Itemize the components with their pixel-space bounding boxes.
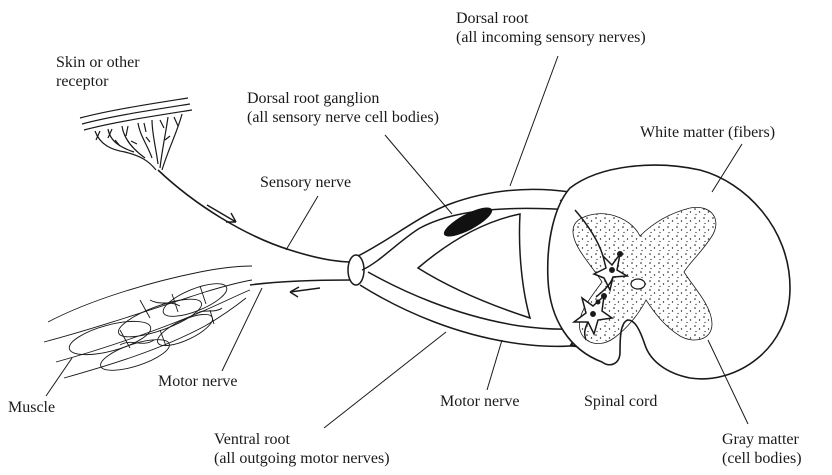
- root-triangle: [418, 214, 530, 318]
- label-dorsal-root-ganglion-line2: (all sensory nerve cell bodies): [247, 108, 439, 127]
- leader-ventral-root: [324, 332, 446, 428]
- leader-sensory-nerve: [286, 196, 318, 250]
- label-spinal-cord: Spinal cord: [584, 392, 657, 411]
- label-gray-matter-line2: (cell bodies): [722, 449, 802, 468]
- sensory-direction-arrow: [207, 205, 236, 222]
- label-ventral-root-line2: (all outgoing motor nerves): [214, 449, 390, 468]
- label-gray-matter: Gray matter (cell bodies): [722, 430, 802, 468]
- label-motor-nerve-left: Motor nerve: [158, 372, 238, 391]
- label-dorsal-root-line1: Dorsal root: [456, 9, 646, 28]
- label-skin-receptor-line1: Skin or other: [56, 53, 140, 72]
- label-skin-receptor: Skin or other receptor: [56, 53, 140, 91]
- label-muscle: Muscle: [8, 398, 55, 417]
- motor-direction-arrow: [290, 287, 320, 297]
- leader-motor-nerve-left: [222, 288, 262, 371]
- nerve-trunk-end: [348, 255, 364, 285]
- label-ventral-root-line1: Ventral root: [214, 430, 390, 449]
- label-skin-receptor-line2: receptor: [56, 72, 140, 91]
- muscle-drawing: [44, 266, 252, 378]
- label-dorsal-root: Dorsal root (all incoming sensory nerves…: [456, 9, 646, 47]
- label-motor-nerve-right: Motor nerve: [440, 392, 520, 411]
- label-dorsal-root-line2: (all incoming sensory nerves): [456, 28, 646, 47]
- leader-dorsal-root-ganglion: [385, 135, 452, 214]
- label-ventral-root: Ventral root (all outgoing motor nerves): [214, 430, 390, 468]
- label-sensory-nerve: Sensory nerve: [260, 173, 351, 192]
- label-white-matter: White matter (fibers): [640, 123, 775, 142]
- label-dorsal-root-ganglion-line1: Dorsal root ganglion: [247, 89, 439, 108]
- label-dorsal-root-ganglion: Dorsal root ganglion (all sensory nerve …: [247, 89, 439, 127]
- leader-motor-nerve-right: [487, 340, 502, 390]
- central-canal: [631, 279, 645, 289]
- label-gray-matter-line1: Gray matter: [722, 430, 802, 449]
- motor-nerve-fiber: [250, 280, 352, 285]
- skin-receptor-drawing: [80, 98, 192, 170]
- leader-dorsal-root: [510, 56, 558, 186]
